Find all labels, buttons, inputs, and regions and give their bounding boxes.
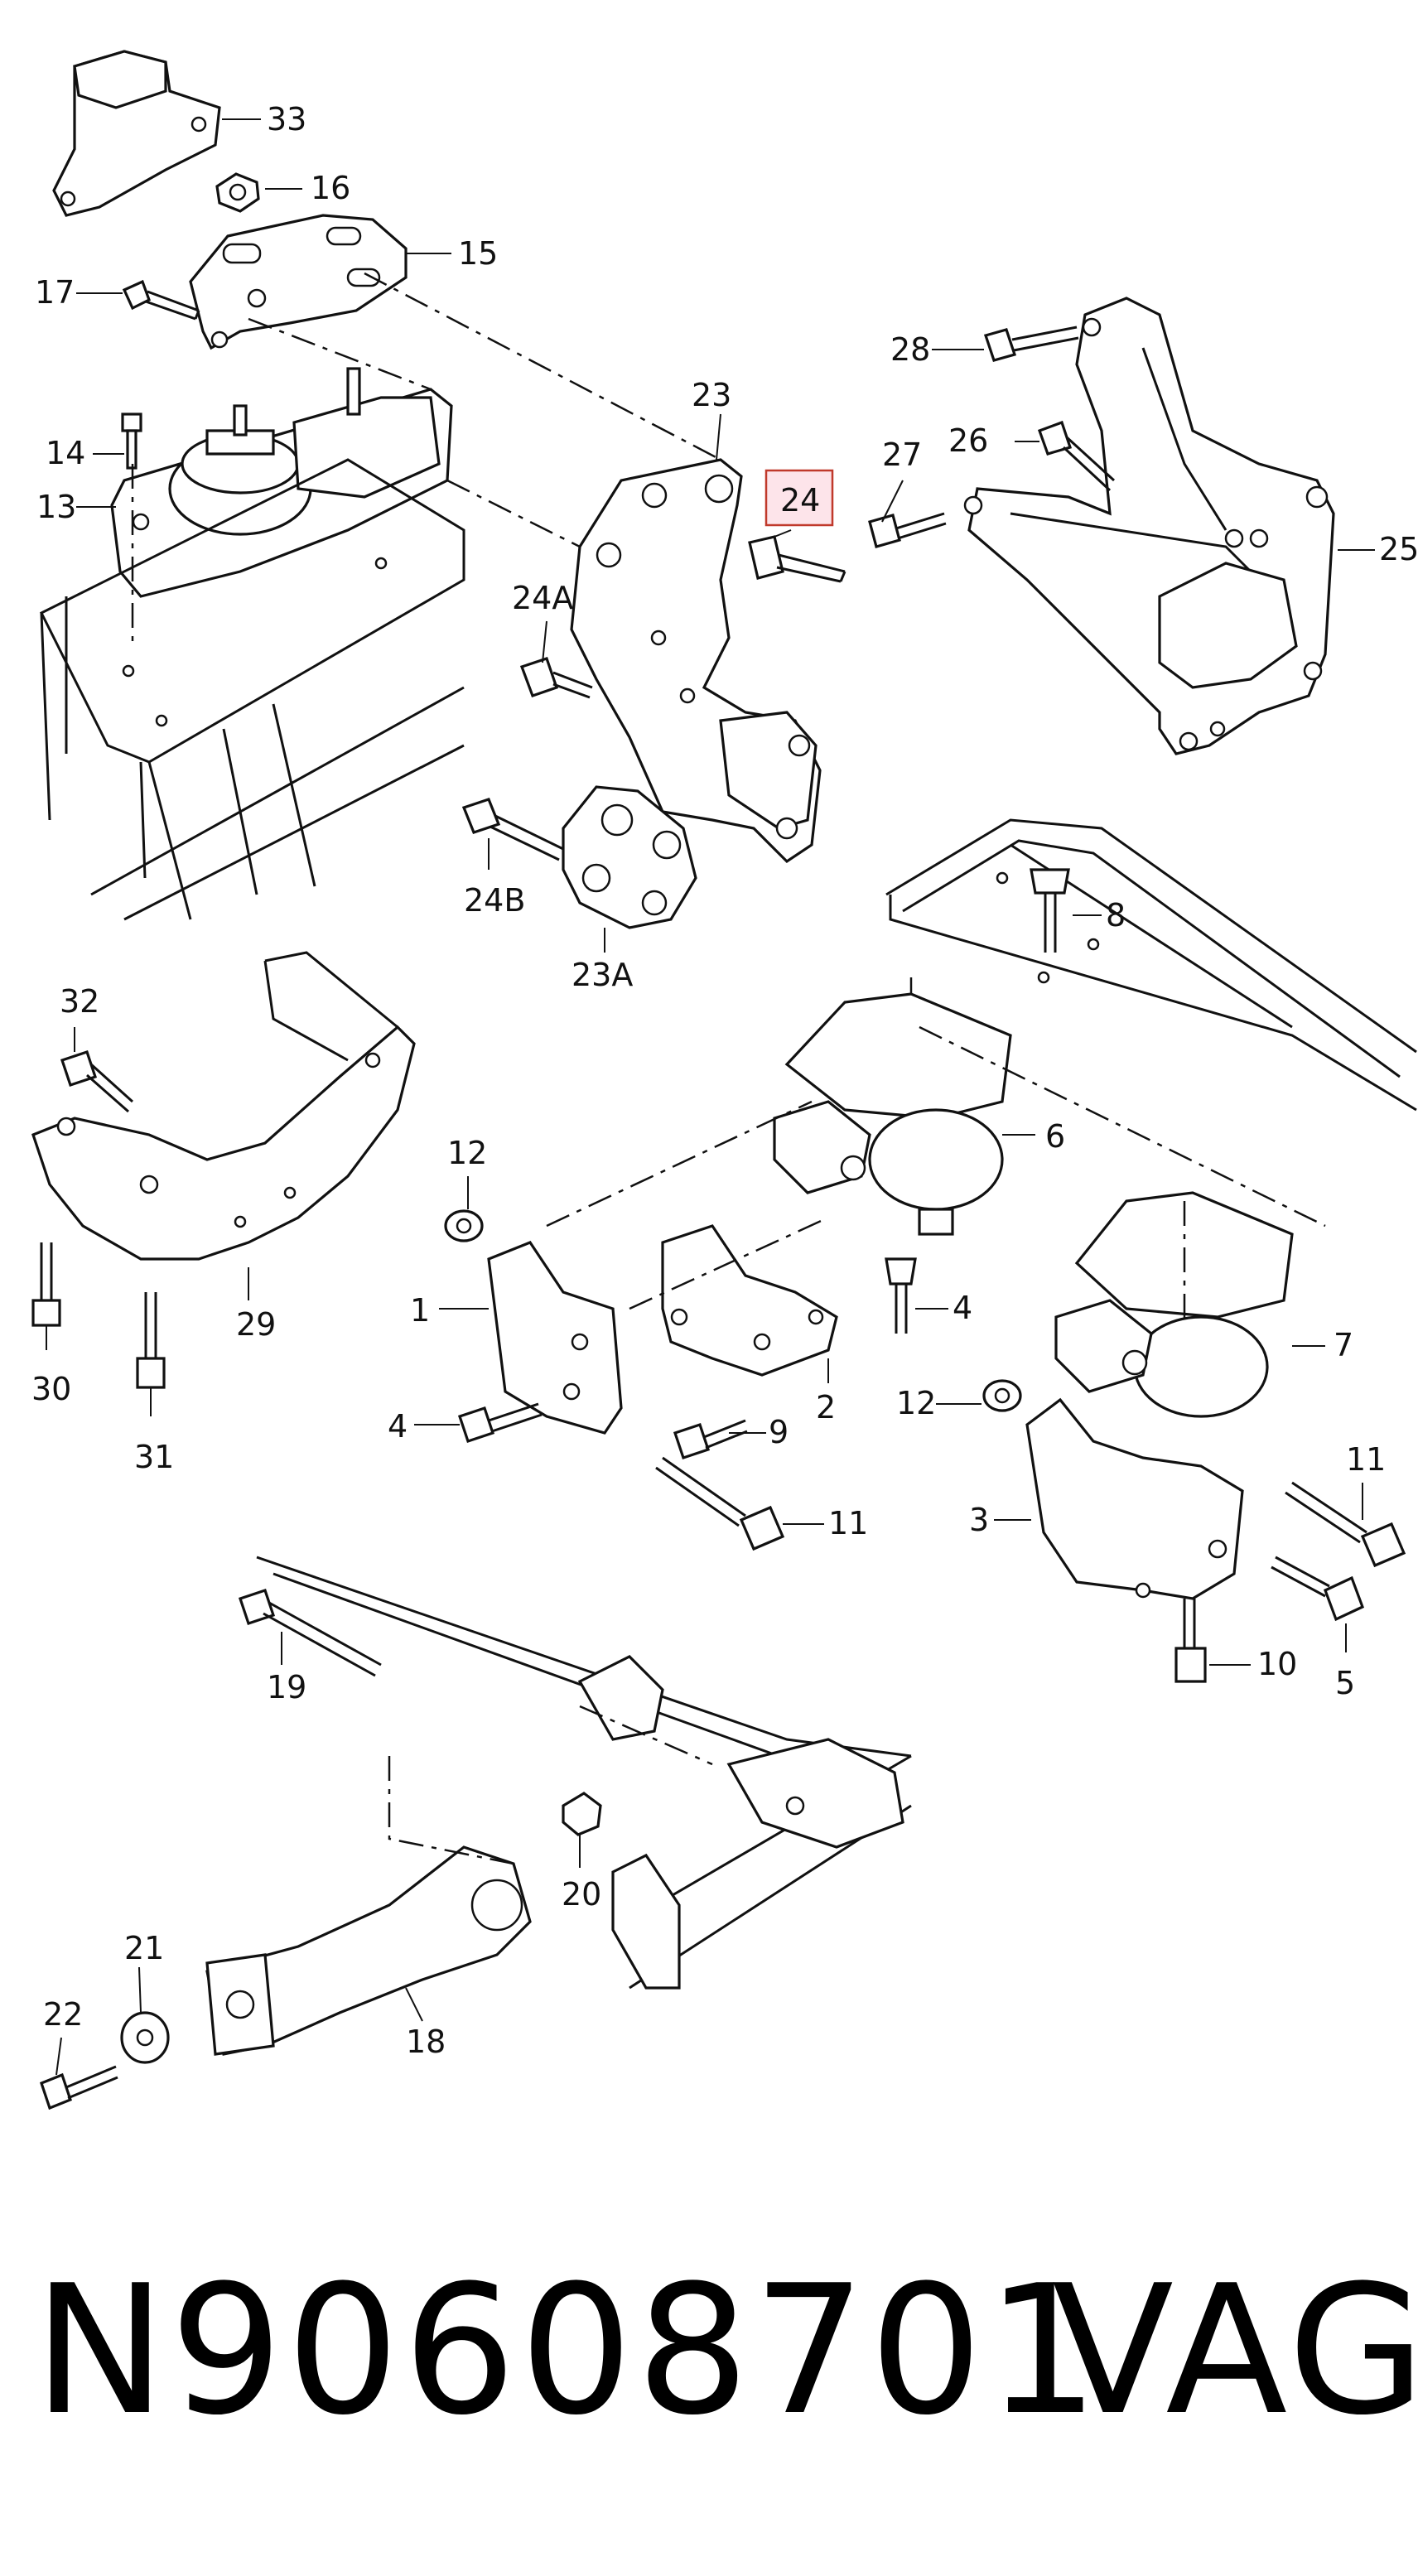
subframe-left — [39, 458, 465, 921]
part-24-bolt — [748, 535, 846, 583]
callout-24B: 24B — [464, 882, 525, 919]
callout-23: 23 — [692, 377, 731, 413]
callout-5: 5 — [1335, 1665, 1355, 1701]
part-7-mount — [1054, 1191, 1294, 1418]
callout-13: 13 — [36, 489, 76, 525]
part-22-bolt — [40, 2065, 118, 2110]
part-33-module — [52, 50, 221, 217]
exploded-parts-diagram: 33 16 15 17 23 28 26 27 14 13 24 25 24A … — [31, 50, 1418, 2110]
callout-24A: 24A — [512, 580, 573, 616]
part-21-washer — [120, 2011, 170, 2064]
callout-11-right: 11 — [1346, 1441, 1386, 1478]
callout-33: 33 — [267, 101, 306, 137]
part-6-mount — [773, 992, 1012, 1236]
part-2-bracket — [661, 1224, 838, 1377]
callout-29: 29 — [236, 1306, 276, 1343]
callout-16: 16 — [311, 170, 350, 206]
part-24B-bolt — [461, 798, 564, 861]
callout-32: 32 — [60, 983, 99, 1020]
callout-24: 24 — [780, 482, 820, 519]
assembly-lines — [131, 272, 1326, 1865]
part-29-frame — [31, 951, 416, 1261]
part-32-bolt — [60, 1049, 134, 1113]
part-20-nut — [562, 1792, 602, 1836]
part-24A-bolt — [519, 656, 593, 699]
callout-6: 6 — [1045, 1118, 1065, 1155]
callout-4-left: 4 — [388, 1408, 408, 1445]
part-31-bolt — [136, 1292, 166, 1389]
part-3-bracket — [1025, 1397, 1244, 1600]
callout-19: 19 — [267, 1669, 306, 1705]
callout-10: 10 — [1257, 1646, 1297, 1682]
part-1-bracket — [487, 1241, 623, 1435]
part-13-engine-mount — [110, 367, 453, 598]
part-10-screw — [1174, 1599, 1207, 1683]
callout-8: 8 — [1106, 897, 1126, 933]
callout-30: 30 — [31, 1371, 71, 1407]
part-16-nut — [215, 172, 260, 213]
callout-11-left: 11 — [828, 1505, 868, 1541]
part-27-bolt — [868, 512, 947, 548]
highlight-box-24 — [764, 469, 834, 527]
part-11-bolt-left — [655, 1456, 785, 1551]
part-8-screw — [1030, 868, 1070, 953]
part-11-bolt-right — [1285, 1481, 1406, 1568]
crossmember-bottom — [256, 1556, 912, 1990]
part-15-bracket — [189, 214, 408, 350]
part-19-bolt — [238, 1588, 382, 1677]
part-30-bolt — [31, 1242, 61, 1327]
part-9-screw — [673, 1419, 748, 1460]
callout-4-right: 4 — [953, 1290, 972, 1326]
callout-21: 21 — [124, 1930, 164, 1966]
part-number: N90608701 — [33, 2246, 1103, 2454]
callout-labels: 33 16 15 17 23 28 26 27 14 13 24 25 24A … — [31, 101, 1418, 2060]
part-23A-bushing — [562, 785, 697, 929]
part-12-washer-left — [444, 1209, 484, 1242]
part-14-stud — [121, 412, 142, 470]
callout-7: 7 — [1334, 1327, 1353, 1363]
part-25-bracket — [963, 297, 1335, 755]
brand-label: VAG — [1052, 2246, 1418, 2454]
part-12-washer-right — [982, 1379, 1022, 1412]
leader-lines — [46, 118, 1375, 2076]
part-5-bolt — [1271, 1556, 1365, 1622]
callout-31: 31 — [134, 1439, 174, 1475]
callout-28: 28 — [890, 331, 930, 368]
callout-20: 20 — [562, 1876, 601, 1913]
callout-2: 2 — [816, 1389, 836, 1425]
part-18-torque-arm — [205, 1845, 532, 2056]
part-26-bolt — [1037, 420, 1116, 492]
callout-9: 9 — [769, 1414, 789, 1450]
part-23-bracket — [570, 458, 822, 864]
callout-1: 1 — [410, 1292, 430, 1329]
footer: N90608701 VAG — [0, 2261, 1418, 2510]
callout-27: 27 — [882, 437, 922, 473]
callout-12-left: 12 — [447, 1135, 487, 1171]
callout-22: 22 — [43, 1996, 83, 2033]
callout-25: 25 — [1379, 531, 1418, 567]
part-4-screw-left — [457, 1402, 543, 1444]
callout-15: 15 — [458, 235, 498, 272]
part-17-bolt — [122, 279, 200, 321]
callout-23A: 23A — [572, 957, 633, 993]
callout-17: 17 — [35, 274, 75, 311]
part-28-bolt — [983, 326, 1079, 362]
part-4-screw-right — [885, 1257, 917, 1334]
callout-14: 14 — [46, 435, 85, 471]
callout-26: 26 — [948, 422, 988, 459]
callout-12-right: 12 — [896, 1385, 936, 1421]
callout-3: 3 — [969, 1502, 989, 1538]
callout-18: 18 — [406, 2024, 446, 2060]
